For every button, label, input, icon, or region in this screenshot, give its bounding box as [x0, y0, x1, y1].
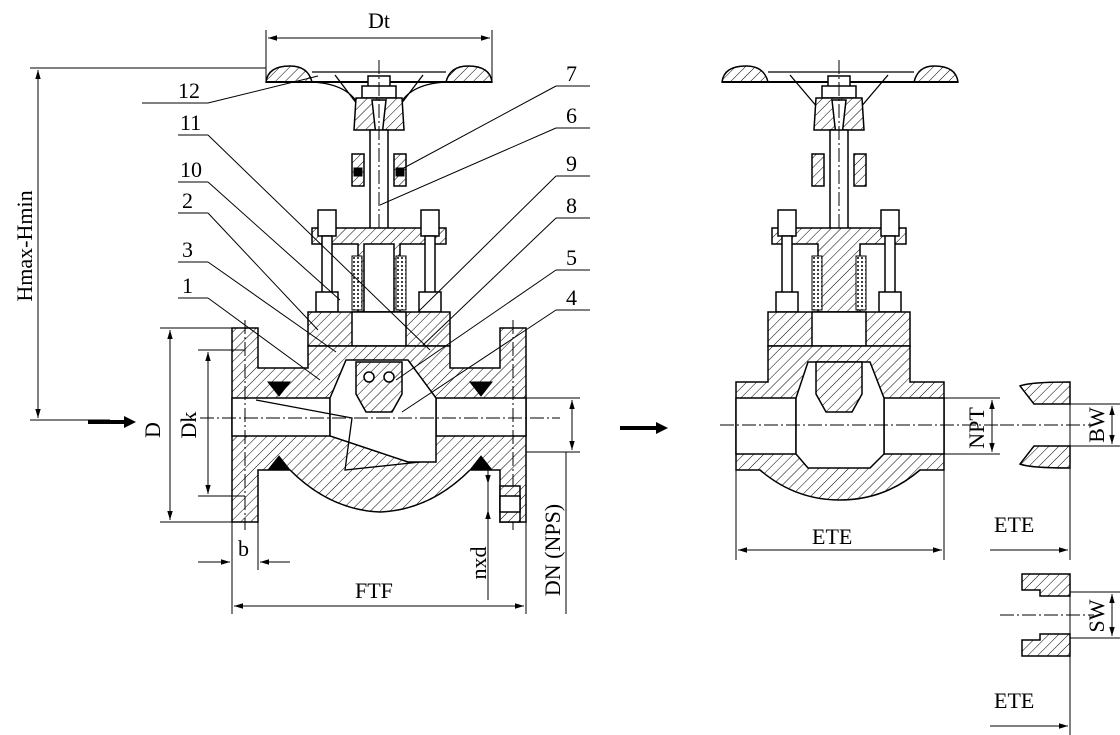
part-11: 11: [180, 110, 201, 135]
dim-b: b: [238, 536, 249, 561]
handwheel-right: [721, 65, 959, 137]
flow-arrow: [88, 416, 136, 428]
dimension-lines: [30, 30, 580, 614]
part-9: 9: [566, 151, 577, 176]
part-6: 6: [566, 103, 577, 128]
dim-dn: DN (NPS): [540, 504, 565, 596]
dim-ete-sw: ETE: [994, 688, 1034, 713]
part-10: 10: [180, 157, 202, 182]
dim-d: D: [140, 422, 165, 438]
part-7: 7: [566, 61, 577, 86]
part-leaders: [142, 75, 590, 413]
part-2: 2: [182, 188, 193, 213]
part-3: 3: [182, 237, 193, 262]
part-4: 4: [566, 285, 577, 310]
part-8: 8: [566, 193, 577, 218]
dim-bw: BW: [1084, 407, 1109, 443]
dim-ete-threaded: ETE: [812, 524, 852, 549]
dim-height: Hmax-Hmin: [12, 190, 37, 301]
dimension-lines-right: [735, 397, 1000, 560]
part-1: 1: [182, 273, 193, 298]
valve-body: [231, 327, 527, 523]
bonnet-bolts: [315, 209, 442, 313]
butt-weld-end-detail: BW ETE: [990, 381, 1120, 560]
dim-dt: Dt: [368, 8, 390, 33]
dim-npt: NPT: [964, 407, 989, 449]
dim-sw: SW: [1084, 599, 1109, 632]
dim-nxd: nxd: [466, 547, 491, 580]
part-5: 5: [566, 245, 577, 270]
dim-dk: Dk: [176, 412, 201, 439]
threaded-valve-view: ETE NPT: [620, 60, 1000, 560]
flanged-valve-view: Dt Hmax-Hmin D Dk b FTF nxd DN (NPS) 12 …: [12, 8, 590, 614]
dim-ftf: FTF: [355, 578, 393, 603]
socket-weld-end-detail: SW ETE: [990, 573, 1120, 735]
dim-ete-bw: ETE: [994, 512, 1034, 537]
part-12: 12: [178, 78, 200, 103]
